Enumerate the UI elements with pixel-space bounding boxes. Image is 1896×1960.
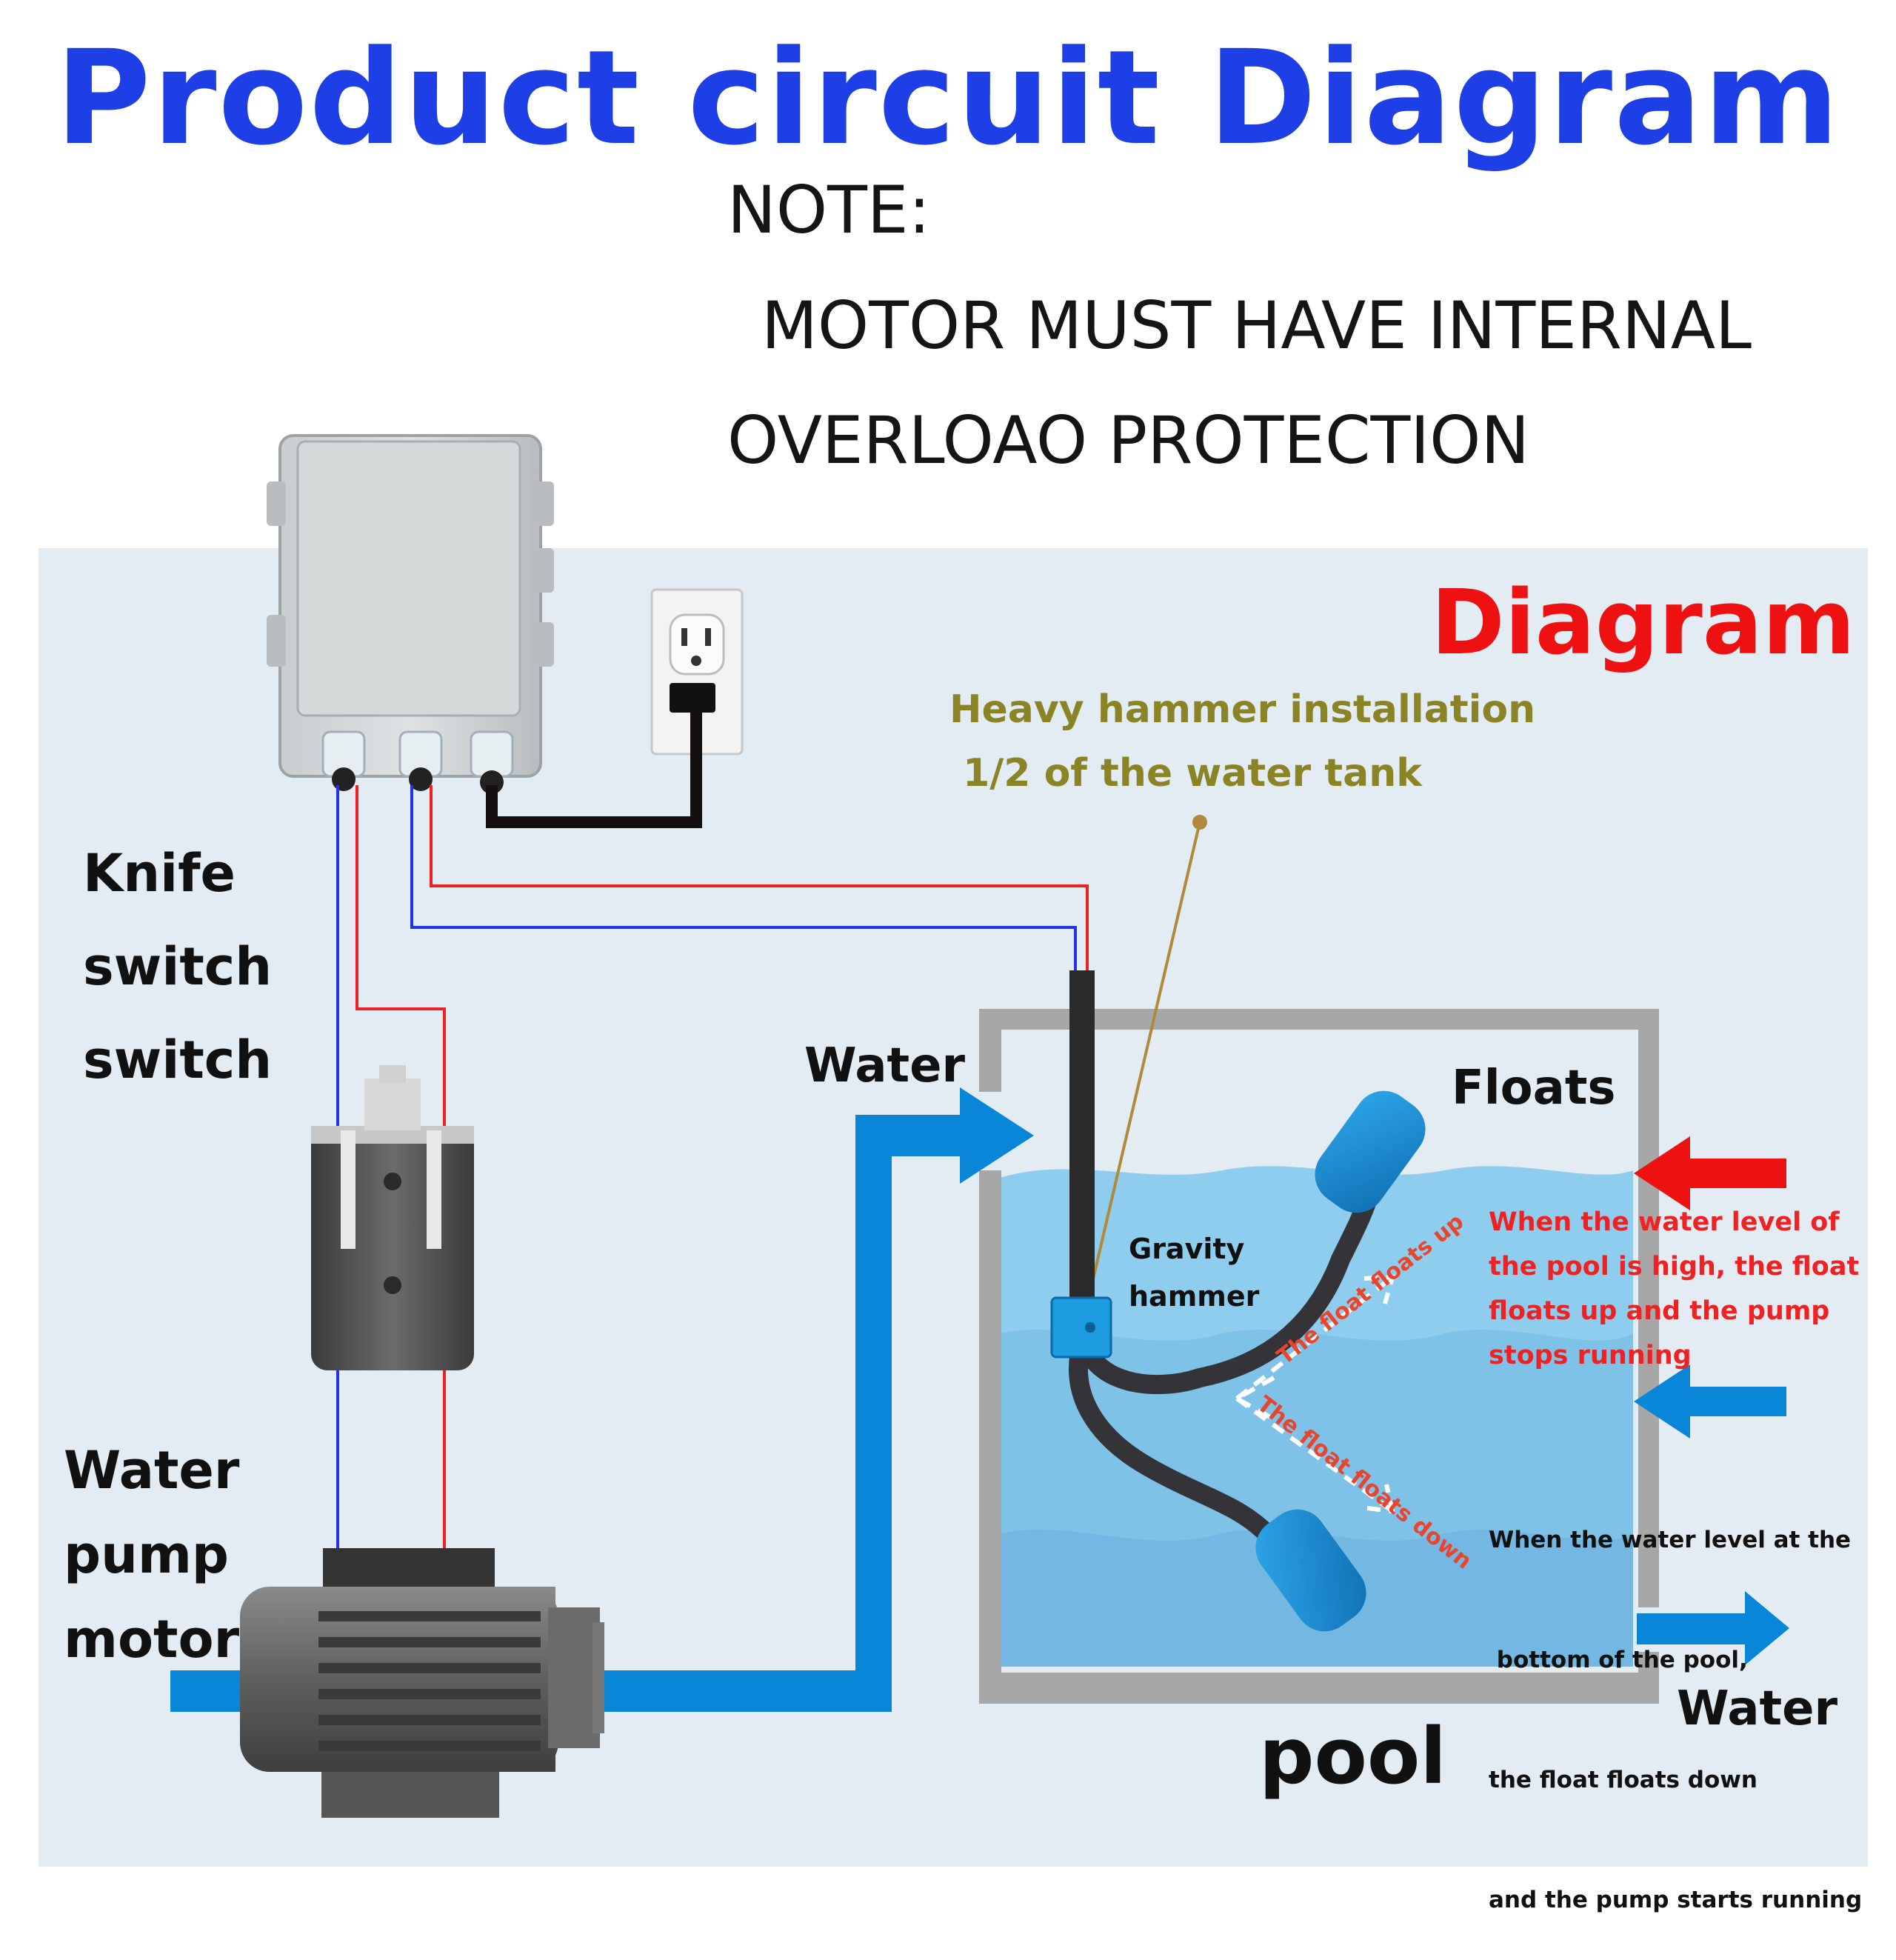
low-level-note: When the water level at the bottom of th… bbox=[1489, 1527, 1863, 1913]
gravity-hammer-label: Gravity hammer bbox=[1129, 1233, 1260, 1313]
note-line-2: OVERLOAO PROTECTION bbox=[727, 402, 1530, 479]
hammer-note-line-2: 1/2 of the water tank bbox=[949, 751, 1422, 796]
knife-switch-label: Knife switch switch bbox=[83, 843, 273, 1090]
note-label: NOTE: bbox=[727, 172, 931, 248]
water-pipe bbox=[170, 1087, 1789, 1712]
diagram-title: Diagram bbox=[1431, 572, 1855, 675]
pool-label: pool bbox=[1259, 1711, 1446, 1801]
water-out-label: Water bbox=[1677, 1681, 1838, 1736]
low-level-arrow bbox=[1634, 1364, 1786, 1439]
page-title: Product circuit Diagram bbox=[55, 22, 1841, 174]
high-level-note: When the water level of the pool is high… bbox=[1489, 1207, 1860, 1370]
floats-label: Floats bbox=[1452, 1061, 1616, 1116]
pool-tank bbox=[979, 1009, 1659, 1704]
pump-motor-label: Water pump motor bbox=[64, 1440, 240, 1670]
diagram-graphics bbox=[170, 434, 1789, 1818]
wiring bbox=[336, 785, 1089, 1552]
knife-switch-icon bbox=[311, 1065, 474, 1370]
float-motion-arrows bbox=[1232, 1274, 1396, 1514]
power-cable bbox=[486, 704, 702, 828]
hammer-pointer bbox=[1087, 815, 1207, 1299]
note-line-1: MOTOR MUST HAVE INTERNAL bbox=[741, 287, 1752, 364]
high-level-arrow bbox=[1634, 1136, 1786, 1210]
water-in-label: Water bbox=[804, 1039, 966, 1093]
control-box-icon bbox=[267, 434, 554, 794]
gravity-hammer-icon bbox=[1050, 1296, 1112, 1359]
hammer-note-line-1: Heavy hammer installation bbox=[949, 687, 1536, 732]
water-pump-motor-icon bbox=[240, 1548, 604, 1818]
float-switch-icon bbox=[1068, 970, 1426, 1632]
